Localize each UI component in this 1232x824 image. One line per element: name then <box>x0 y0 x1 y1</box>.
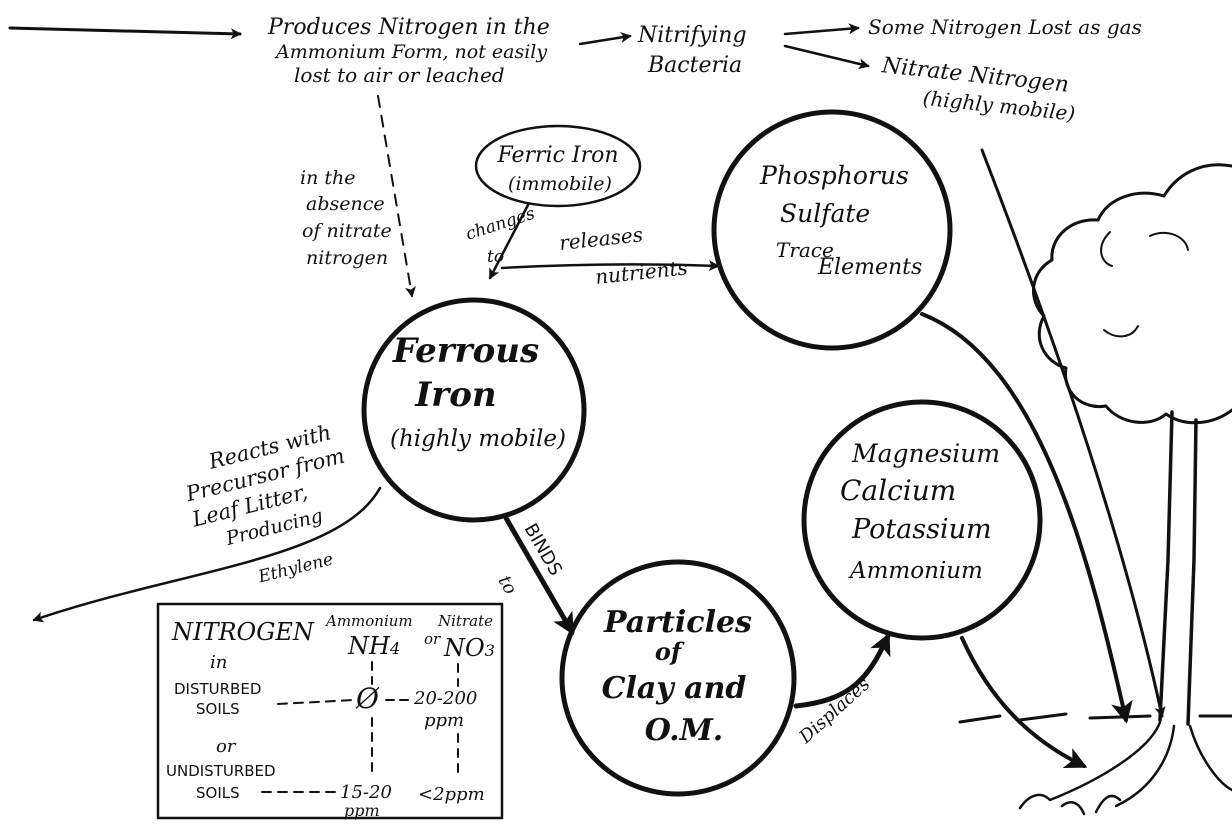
om-label: O.M. <box>645 713 723 748</box>
ground-line <box>958 712 1232 724</box>
ammonium-header: Ammonium <box>324 612 413 630</box>
undisturbed-ammonium-unit: ppm <box>344 801 380 820</box>
clay-and-label: Clay and <box>602 671 747 706</box>
nitrate-nitrogen-text: Nitrate Nitrogen (highly mobile) <box>880 53 1077 125</box>
nitrate-or-label: or <box>424 630 441 648</box>
nitrate-to-roots-arrow <box>980 148 1166 718</box>
binds-to-arrow <box>503 515 575 636</box>
releases-nutrients-arrow <box>500 260 720 272</box>
absence-line-2: absence <box>306 193 385 215</box>
potassium-label: Potassium <box>851 514 992 545</box>
absence-line-1: in the <box>300 167 355 189</box>
undisturbed-nitrate-value: <2ppm <box>418 784 485 805</box>
undisturbed-ammonium-value: 15-20 <box>340 782 392 803</box>
particles-circle <box>559 559 797 797</box>
ferrous-mobile-label: (highly mobile) <box>390 426 566 452</box>
sulfate-label: Sulfate <box>780 199 870 228</box>
ferric-iron-label: Ferric Iron <box>496 143 618 168</box>
nitrogen-lost-gas-label: Some Nitrogen Lost as gas <box>868 15 1142 39</box>
iron-label: Iron <box>414 375 496 415</box>
absence-dashed-arrow <box>377 95 416 298</box>
ferric-immobile-label: (immobile) <box>508 173 612 195</box>
ferric-iron-bubble <box>474 124 642 208</box>
no3-subscript: 3 <box>485 641 495 660</box>
tree-illustration <box>958 163 1232 816</box>
ferrous-iron-circle <box>361 297 587 523</box>
nitrogen-box-frame <box>156 602 504 820</box>
calcium-label: Calcium <box>840 474 956 507</box>
disturbed-soils-label: SOILS <box>196 700 240 718</box>
disturbed-nitrate-value: 20-200 <box>413 688 477 709</box>
binds-to-label: to <box>494 572 521 598</box>
row1-dash-left <box>277 699 355 705</box>
displaces-arrow <box>793 632 891 709</box>
ethylene-arrow <box>32 486 382 623</box>
produces-line-3: lost to air or leached <box>294 63 505 87</box>
or-label: or <box>216 736 237 757</box>
absence-of-nitrate-text: in the absence of nitrate nitrogen <box>300 167 392 269</box>
tree-trunk-right <box>1186 418 1198 726</box>
nitrifying-line-2: Bacteria <box>647 53 742 78</box>
changes-to-label: to <box>487 247 504 267</box>
produces-nitrogen-text: Produces Nitrogen in the Ammonium Form, … <box>267 15 550 87</box>
undisturbed-label: UNDISTURBED <box>166 762 276 780</box>
nutrients-to-roots-arrow <box>920 312 1133 724</box>
particles-label: Particles <box>603 605 752 640</box>
nitrifying-bacteria-text: Nitrifying Bacteria <box>637 23 747 78</box>
ferrous-label: Ferrous <box>392 331 539 371</box>
undisturbed-soils-label: SOILS <box>196 784 240 802</box>
tree-crown-inner <box>1100 231 1189 338</box>
releases-label: releases <box>558 222 644 255</box>
changes-to-arrow <box>488 203 530 280</box>
tree-trunk-left <box>1158 410 1174 722</box>
to-gas-arrow <box>783 23 860 36</box>
disturbed-label: DISTURBED <box>174 680 261 698</box>
disturbed-ammonium-value: Ø <box>355 682 380 715</box>
phosphorus-label: Phosphorus <box>759 161 909 190</box>
ammonium-label: Ammonium <box>848 558 983 584</box>
nitrifying-line-1: Nitrifying <box>637 23 747 48</box>
absence-line-4: nitrogen <box>306 247 388 269</box>
produces-line-1: Produces Nitrogen in the <box>267 15 550 40</box>
in-label: in <box>210 652 227 673</box>
nitrogen-title: NITROGEN <box>171 618 315 646</box>
trace-label: Trace <box>776 238 834 262</box>
cations-to-roots-arrow <box>960 636 1088 768</box>
tree-roots <box>1018 720 1232 816</box>
nh4-main: NH <box>347 632 391 660</box>
disturbed-nitrate-unit: ppm <box>424 710 464 731</box>
produces-to-nitrifying-arrow <box>578 32 632 46</box>
nh4-formula: NH4 <box>347 632 400 660</box>
nitrate-header: Nitrate <box>437 612 493 630</box>
of-label: of <box>655 637 685 666</box>
no3-main: NO <box>443 634 485 662</box>
no3-formula: NO3 <box>443 634 495 662</box>
displaces-label: Displaces <box>795 674 875 749</box>
tree-crown <box>1032 163 1232 425</box>
incoming-arrow <box>8 26 242 40</box>
magnesium-label: Magnesium <box>851 439 1000 468</box>
nutrients-label: nutrients <box>594 255 689 289</box>
nh4-subscript: 4 <box>389 639 400 658</box>
nitrogen-table-box: NITROGEN Ammonium NH4 Nitrate or NO3 in … <box>156 602 504 820</box>
changes-label: changes <box>463 204 537 245</box>
phosphorus-circle <box>711 109 953 351</box>
absence-line-3: of nitrate <box>302 220 392 242</box>
produces-line-2: Ammonium Form, not easily <box>274 41 547 63</box>
magnesium-circle <box>801 399 1043 641</box>
to-nitrate-arrow <box>783 44 870 70</box>
elements-label: Elements <box>817 255 922 280</box>
